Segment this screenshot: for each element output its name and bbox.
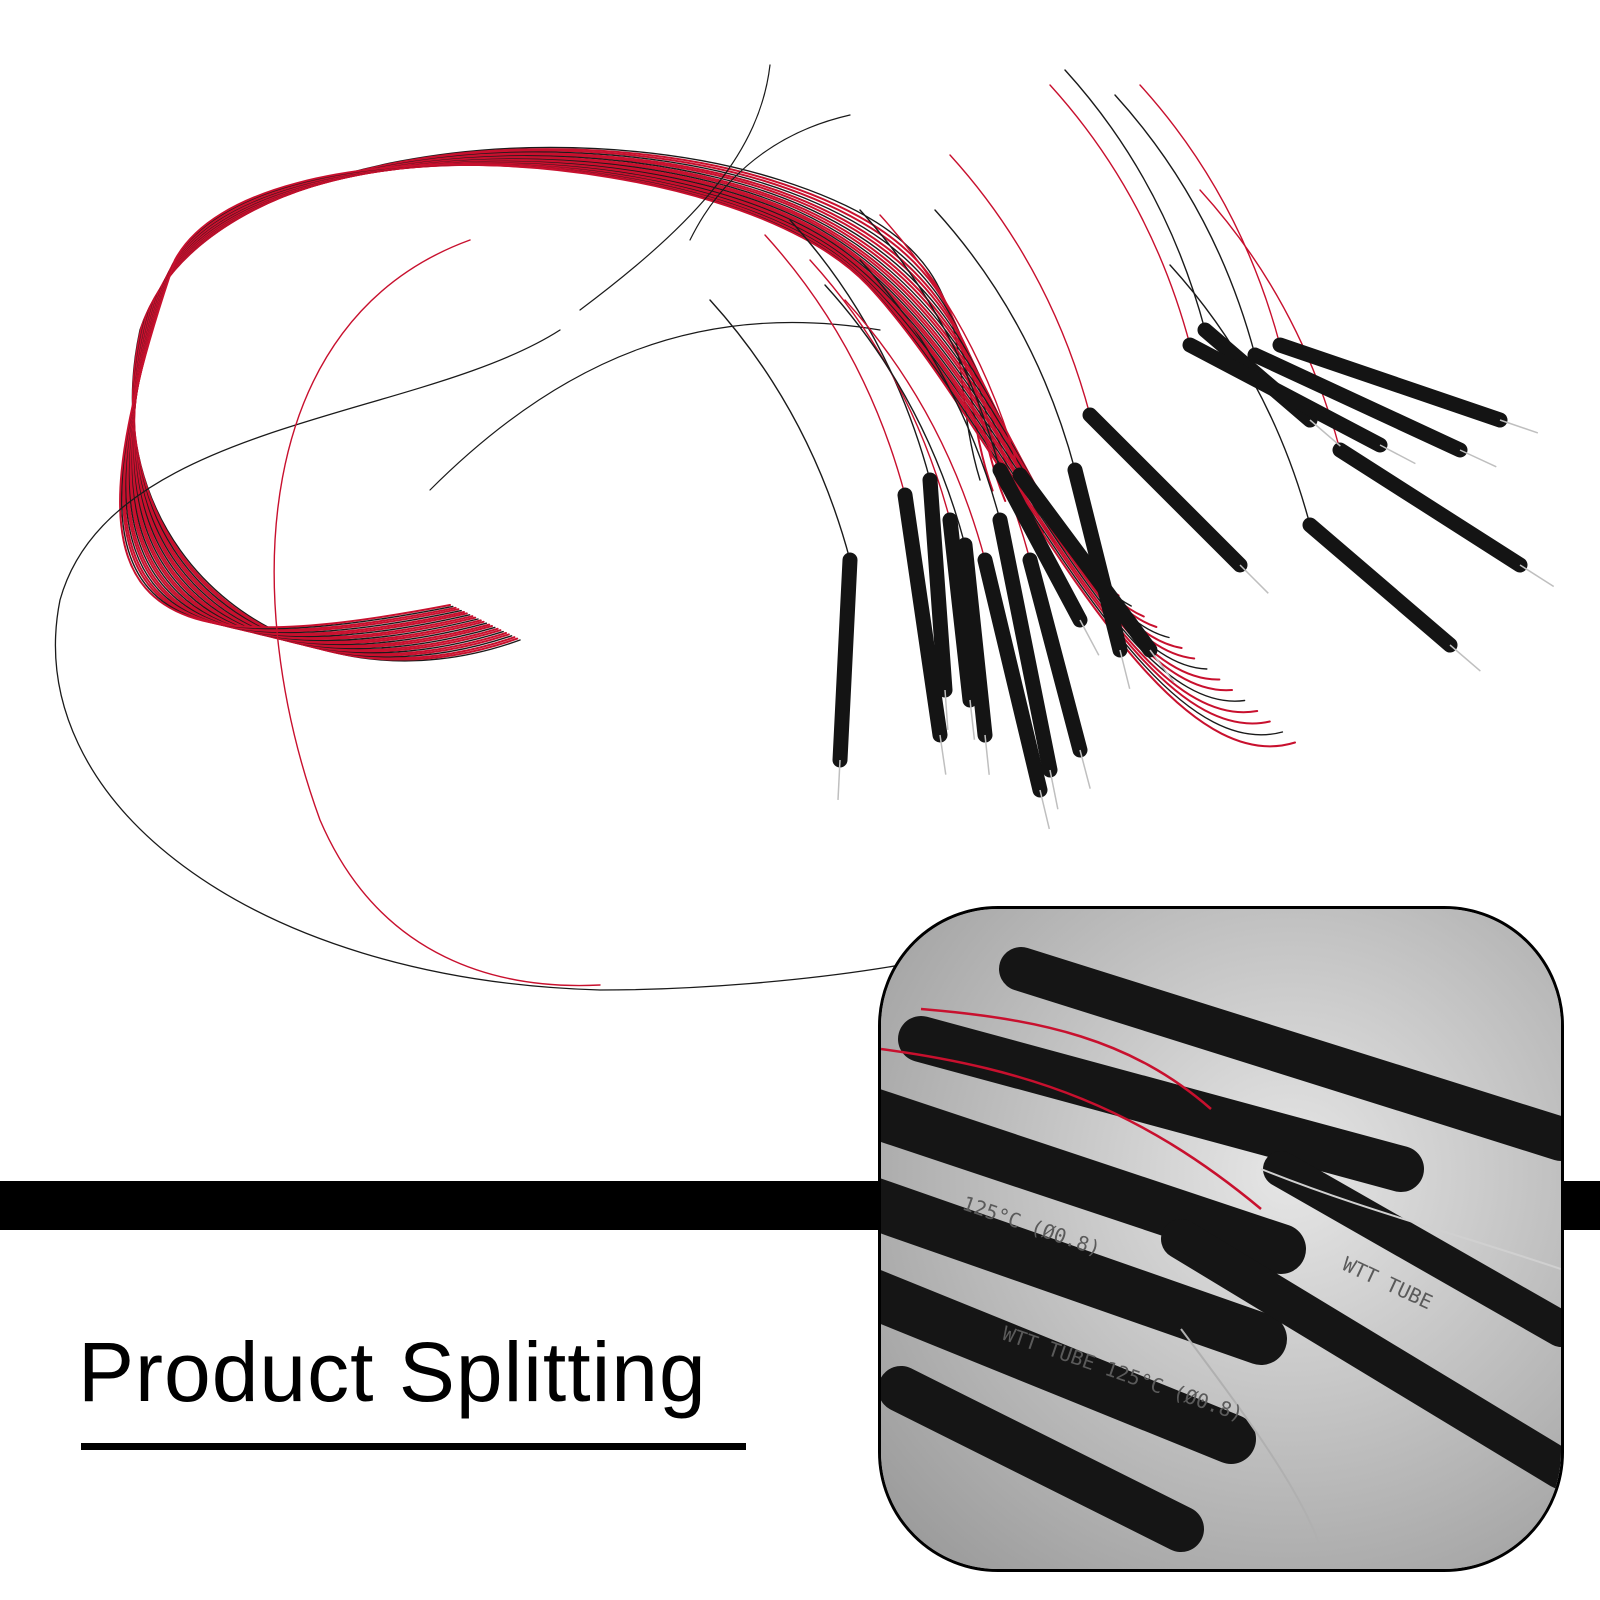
black-wire [121, 164, 1284, 736]
heat-shrink-sleeve [1012, 467, 1158, 658]
black-wire [429, 321, 881, 491]
caption-underline [81, 1443, 746, 1450]
red-wire [131, 148, 994, 661]
closeup-tubes [881, 947, 1561, 1552]
closeup-bare-wire [1260, 1168, 1561, 1270]
wire-tip [1449, 644, 1481, 672]
wire-tip [837, 759, 841, 800]
black-wire [689, 114, 851, 241]
heat-shrink-sleeve [1082, 407, 1248, 573]
black-wire [1114, 94, 1256, 356]
black-wire [709, 299, 851, 561]
wire-tip [969, 699, 976, 740]
heat-shrink-sleeve [1247, 347, 1468, 458]
heat-shrink-sleeve [1067, 462, 1128, 658]
caption-title: Product Splitting [78, 1325, 707, 1419]
black-wire [859, 209, 1001, 471]
black-wire [579, 64, 771, 311]
black-wire [1064, 69, 1206, 331]
heat-shrink-sleeve [1302, 517, 1458, 653]
wire-tip [1079, 749, 1091, 789]
black-wire [859, 259, 1001, 521]
red-wire [273, 239, 601, 987]
heat-shrink-sleeve [992, 512, 1058, 778]
closeup-sleeve [1161, 1219, 1561, 1489]
heat-shrink-sleeves [832, 322, 1555, 830]
red-wire [119, 163, 1296, 748]
wire-tip [1079, 619, 1100, 656]
wire-tip [1119, 649, 1131, 689]
closeup-red-wire [920, 1007, 1212, 1110]
heat-shrink-sleeve [832, 552, 858, 768]
heat-shrink-sleeve [977, 552, 1048, 798]
red-wire [125, 163, 1233, 692]
wire-tip [1049, 769, 1059, 810]
closeup-sleeve [999, 947, 1561, 1161]
wire-tip [1519, 564, 1555, 588]
red-wire [879, 214, 1021, 476]
red-wire [889, 299, 1031, 561]
red-wire [1049, 84, 1191, 346]
detail-closeup: WTT TUBE 125°C (Ø0.8)125°C (Ø0.8)WTT TUB… [881, 909, 1561, 1569]
closeup-bare-wire [1180, 1328, 1322, 1550]
black-wire [789, 219, 931, 481]
black-wire [824, 284, 966, 546]
coiled-wires [54, 64, 1341, 991]
red-wire [1139, 84, 1281, 346]
wire-tip [1309, 419, 1341, 447]
red-wire [844, 299, 986, 561]
closeup-sleeve [881, 1178, 1287, 1365]
wire-tip [1499, 419, 1539, 434]
heat-shrink-sleeve [1022, 552, 1088, 758]
closeup-sleeve [881, 1366, 1204, 1552]
heat-shrink-sleeve [992, 462, 1088, 628]
red-wire [949, 154, 1091, 416]
wire-tip [944, 689, 949, 730]
heat-shrink-sleeve [1272, 337, 1508, 428]
closeup-sleeve [898, 1016, 1424, 1192]
wire-tip [1459, 449, 1497, 468]
black-wire [934, 209, 1076, 471]
closeup-sleeve [1263, 1151, 1561, 1347]
closeup-red-wire [881, 1047, 1262, 1210]
heat-shrink-sleeve [1182, 337, 1388, 453]
red-wire [126, 163, 1221, 681]
closeup-sleeve [881, 1089, 1306, 1274]
red-wire [133, 152, 1032, 657]
black-wire [54, 329, 971, 991]
heat-shrink-sleeve [957, 537, 993, 743]
wire-tip [1149, 649, 1175, 683]
heat-shrink-sleeve [942, 512, 978, 708]
red-wire [129, 162, 1183, 649]
wire-tip [984, 734, 990, 775]
red-wire [764, 234, 906, 496]
wire-tip [1379, 444, 1416, 465]
heat-shrink-sleeve [922, 472, 953, 698]
closeup-sleeve [881, 1270, 1256, 1464]
wire-tip [1039, 789, 1051, 830]
heat-shrink-sleeve [897, 487, 948, 743]
wire-tip [939, 734, 947, 775]
detail-inset: WTT TUBE 125°C (Ø0.8)125°C (Ø0.8)WTT TUB… [878, 906, 1564, 1572]
heat-shrink-sleeve [1332, 442, 1528, 573]
wire-tip [1239, 564, 1269, 594]
